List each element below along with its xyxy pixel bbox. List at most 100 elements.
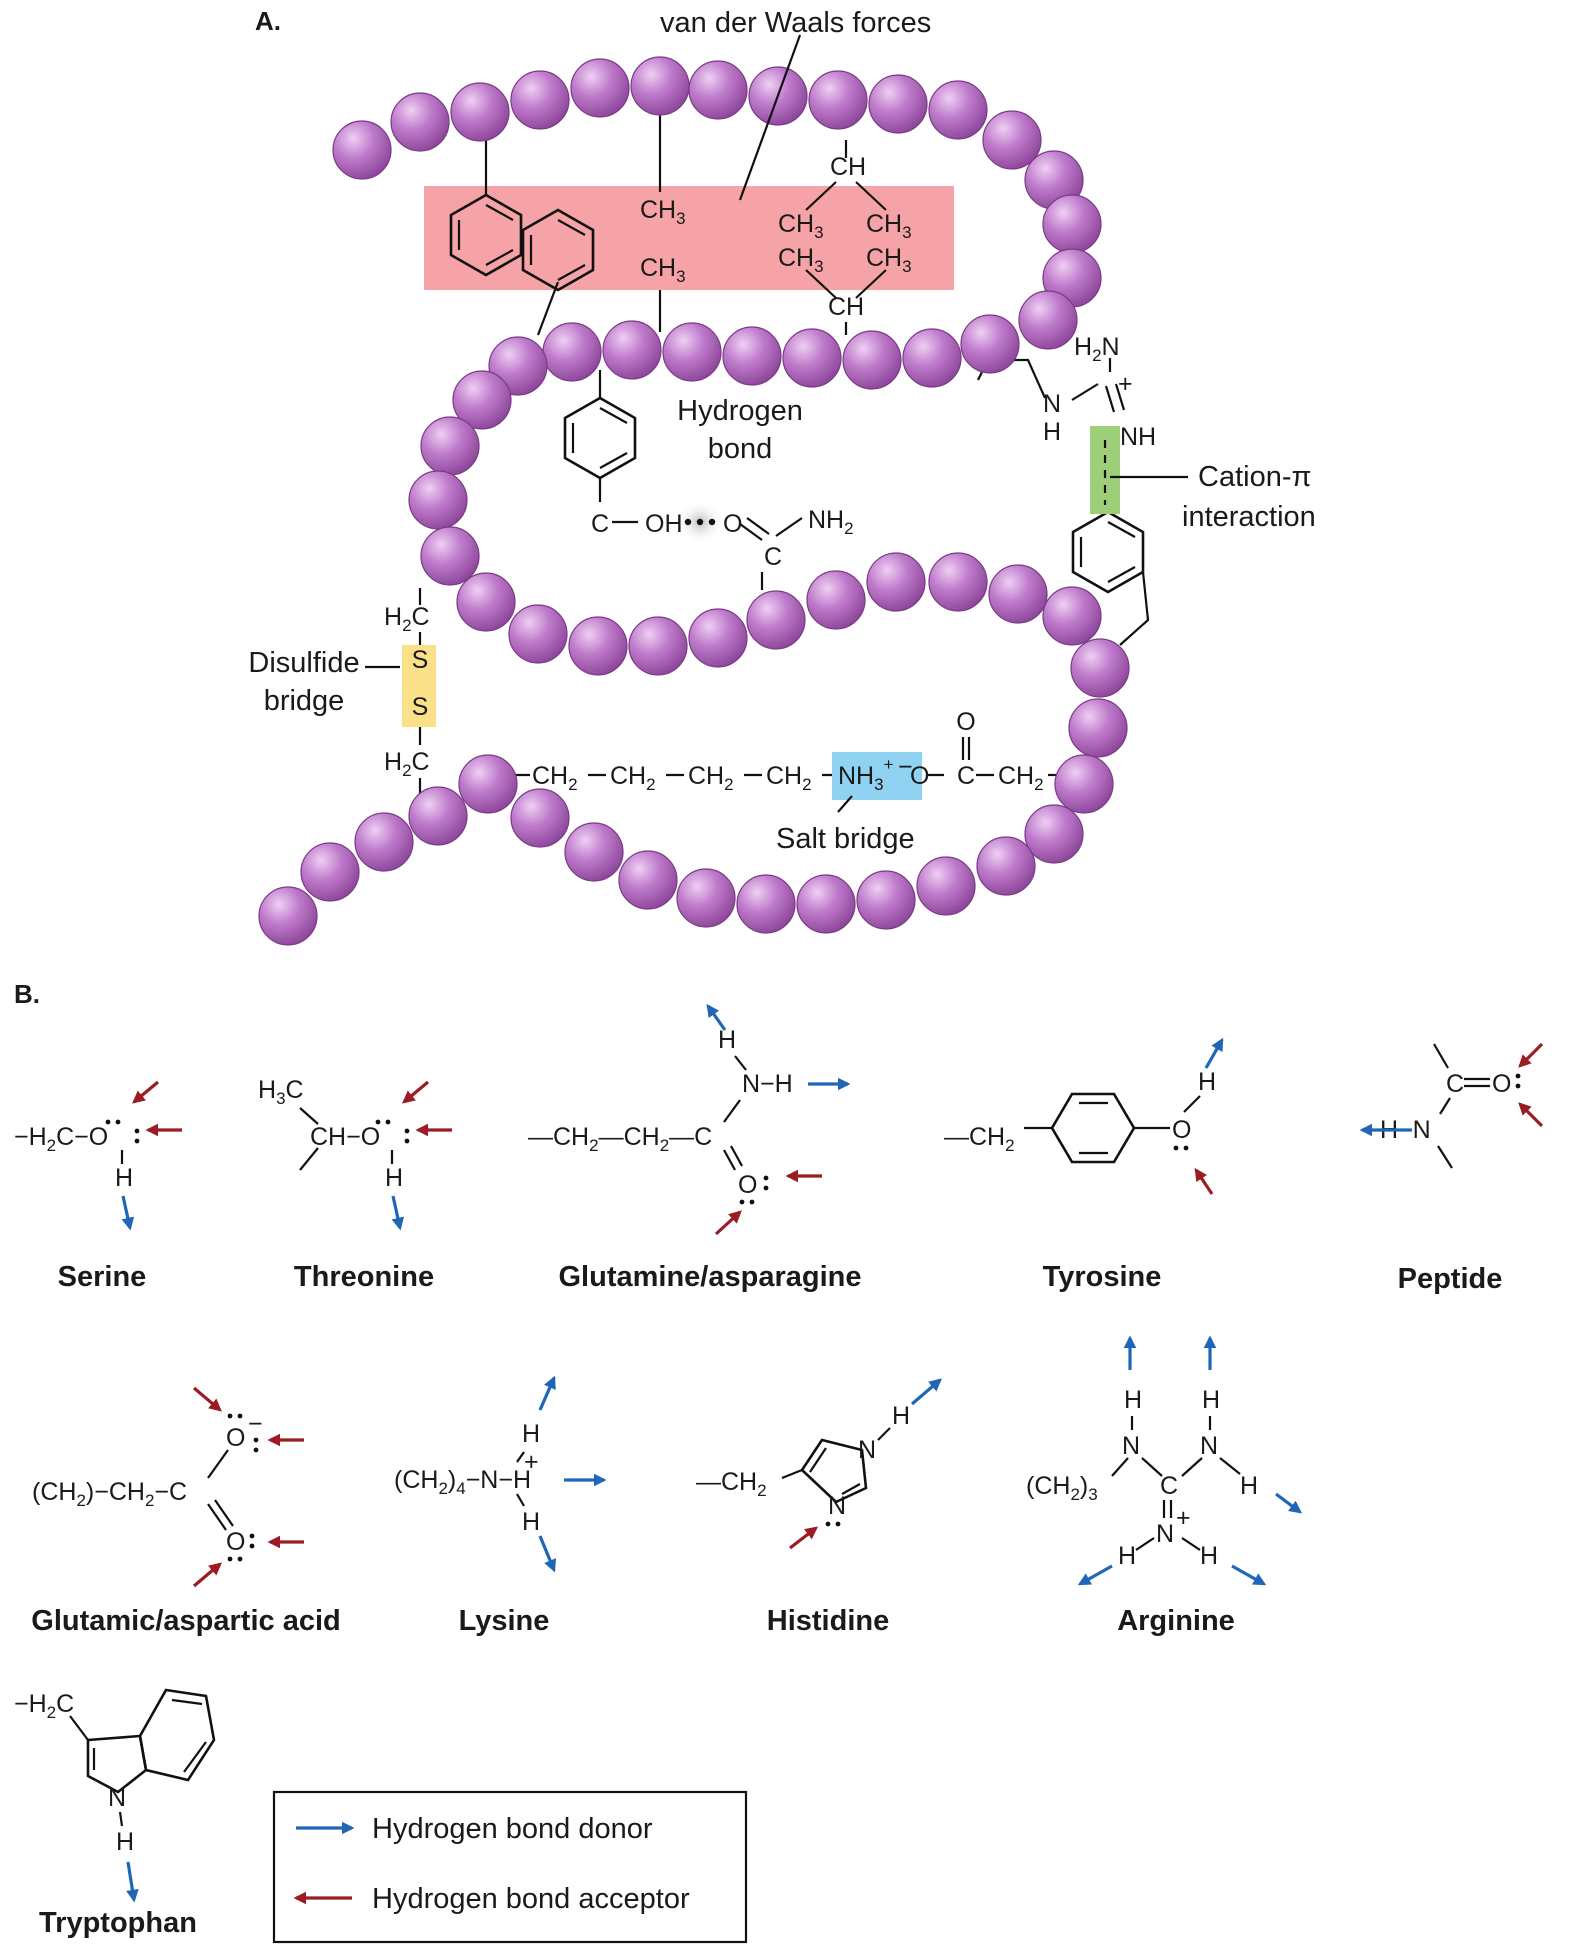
svg-text:N: N xyxy=(1043,390,1061,418)
svg-text:NH: NH xyxy=(1120,423,1156,451)
svg-text:CH2: CH2 xyxy=(532,762,578,794)
acceptor-arrow xyxy=(714,1210,742,1236)
svg-text:CH: CH xyxy=(828,293,864,321)
amino-acid-bead xyxy=(354,812,414,872)
residue-peptide: Peptide xyxy=(1398,1263,1503,1295)
svg-text:H: H xyxy=(116,1828,134,1856)
svg-text:H: H xyxy=(1202,1386,1220,1414)
svg-text:H2N: H2N xyxy=(1074,333,1120,365)
svg-text:N: N xyxy=(1156,1520,1174,1548)
svg-text:CH2: CH2 xyxy=(610,762,656,794)
svg-text:N: N xyxy=(858,1436,876,1464)
svg-text:N: N xyxy=(1200,1432,1218,1460)
amino-acid-bead xyxy=(1018,290,1078,350)
amino-acid-bead xyxy=(746,590,806,650)
amino-acid-bead xyxy=(602,320,662,380)
donor-arrow xyxy=(910,1378,942,1406)
acceptor-arrow xyxy=(192,1386,222,1412)
residue-lysine: Lysine xyxy=(459,1605,550,1637)
acceptor-arrow xyxy=(132,1080,160,1104)
vdw-box xyxy=(424,186,954,290)
svg-text:H: H xyxy=(1198,1068,1216,1096)
svg-text:O: O xyxy=(956,708,975,736)
amino-acid-bead xyxy=(796,874,856,934)
svg-text:H2C: H2C xyxy=(384,603,430,635)
svg-text:H: H xyxy=(115,1164,133,1192)
amino-acid-bead xyxy=(390,92,450,152)
svg-text:C: C xyxy=(1446,1070,1464,1098)
amino-acid-bead xyxy=(722,326,782,386)
svg-text:H: H xyxy=(1240,1472,1258,1500)
amino-acid-bead xyxy=(1042,586,1102,646)
svg-text:H: H xyxy=(892,1402,910,1430)
donor-arrow xyxy=(706,1003,727,1031)
svg-text:O: O xyxy=(1492,1070,1511,1098)
salt-bridge-label: Salt bridge xyxy=(776,823,915,855)
svg-text:N: N xyxy=(828,1492,846,1520)
amino-acid-bead xyxy=(976,836,1036,896)
svg-text:+: + xyxy=(1118,370,1133,398)
acceptor-arrow xyxy=(402,1080,430,1104)
panel-b-structures: −H2C−O H H3C CH−O H —CH2—CH2—C N−H H O —… xyxy=(14,1026,1521,1856)
svg-text:N−H: N−H xyxy=(742,1070,793,1098)
amino-acid-bead xyxy=(258,886,318,946)
svg-text:C: C xyxy=(957,762,975,790)
amino-acid-bead xyxy=(1024,804,1084,864)
cation-pi-label-2: interaction xyxy=(1182,501,1316,533)
svg-text:H: H xyxy=(385,1164,403,1192)
svg-text:O: O xyxy=(226,1424,245,1452)
svg-text:H: H xyxy=(1124,1386,1142,1414)
amino-acid-bead xyxy=(300,842,360,902)
residue-glutamic-aspartic-acid: Glutamic/aspartic acid xyxy=(31,1605,340,1637)
svg-text:—CH2: —CH2 xyxy=(696,1468,767,1500)
amino-acid-bead xyxy=(630,56,690,116)
hbond-arrows xyxy=(121,1003,1544,1903)
amino-acid-bead xyxy=(450,82,510,142)
legend-donor: Hydrogen bond donor xyxy=(372,1813,653,1845)
amino-acid-bead xyxy=(408,786,468,846)
amino-acid-bead xyxy=(988,564,1048,624)
amino-acid-bead xyxy=(508,604,568,664)
legend: Hydrogen bond donor Hydrogen bond accept… xyxy=(272,1790,748,1944)
amino-acid-bead xyxy=(452,370,512,430)
donor-arrow xyxy=(538,1535,557,1573)
amino-acid-bead xyxy=(568,616,628,676)
svg-text:O: O xyxy=(723,510,742,538)
disulfide-label-2: bridge xyxy=(264,685,345,717)
legend-acceptor: Hydrogen bond acceptor xyxy=(372,1883,690,1915)
amino-acid-bead xyxy=(408,470,468,530)
svg-text:CH2: CH2 xyxy=(688,762,734,794)
svg-text:CH2: CH2 xyxy=(766,762,812,794)
amino-acid-bead xyxy=(782,328,842,388)
svg-text:+: + xyxy=(524,1448,539,1476)
amino-acid-bead xyxy=(688,60,748,120)
panel-a-chemistry: CH CH3 CH3 CH3 CH3 CH3 CH3 CH C OH O C N… xyxy=(384,153,1156,794)
amino-acid-bead xyxy=(676,868,736,928)
residue-tryptophan: Tryptophan xyxy=(39,1907,197,1939)
acceptor-arrow xyxy=(1518,1102,1544,1128)
amino-acid-bead xyxy=(806,570,866,630)
hydrogen-bond-label-1: Hydrogen xyxy=(677,395,803,427)
polypeptide-chain xyxy=(258,56,1130,946)
svg-text:H: H xyxy=(522,1508,540,1536)
donor-arrow xyxy=(1231,1564,1267,1586)
amino-acid-bead xyxy=(542,322,602,382)
amino-acid-bead xyxy=(842,330,902,390)
svg-text:H: H xyxy=(522,1420,540,1448)
svg-text:O: O xyxy=(738,1171,757,1199)
acceptor-arrow xyxy=(1518,1042,1544,1068)
hydrogen-bond-label-2: bond xyxy=(708,433,773,465)
amino-acid-bead xyxy=(1070,638,1130,698)
svg-text:N: N xyxy=(1122,1432,1140,1460)
svg-text:CH: CH xyxy=(830,153,866,181)
callout-lines xyxy=(365,34,1188,813)
svg-text:—CH2—CH2—C: —CH2—CH2—C xyxy=(528,1123,712,1155)
amino-acid-bead xyxy=(510,788,570,848)
svg-text:NH2: NH2 xyxy=(808,506,854,538)
svg-text:−: − xyxy=(898,753,913,781)
amino-acid-bead xyxy=(868,74,928,134)
amino-acid-bead xyxy=(564,822,624,882)
amino-acid-bead xyxy=(916,856,976,916)
svg-text:OH: OH xyxy=(645,510,683,538)
svg-text:+: + xyxy=(1176,1504,1191,1532)
